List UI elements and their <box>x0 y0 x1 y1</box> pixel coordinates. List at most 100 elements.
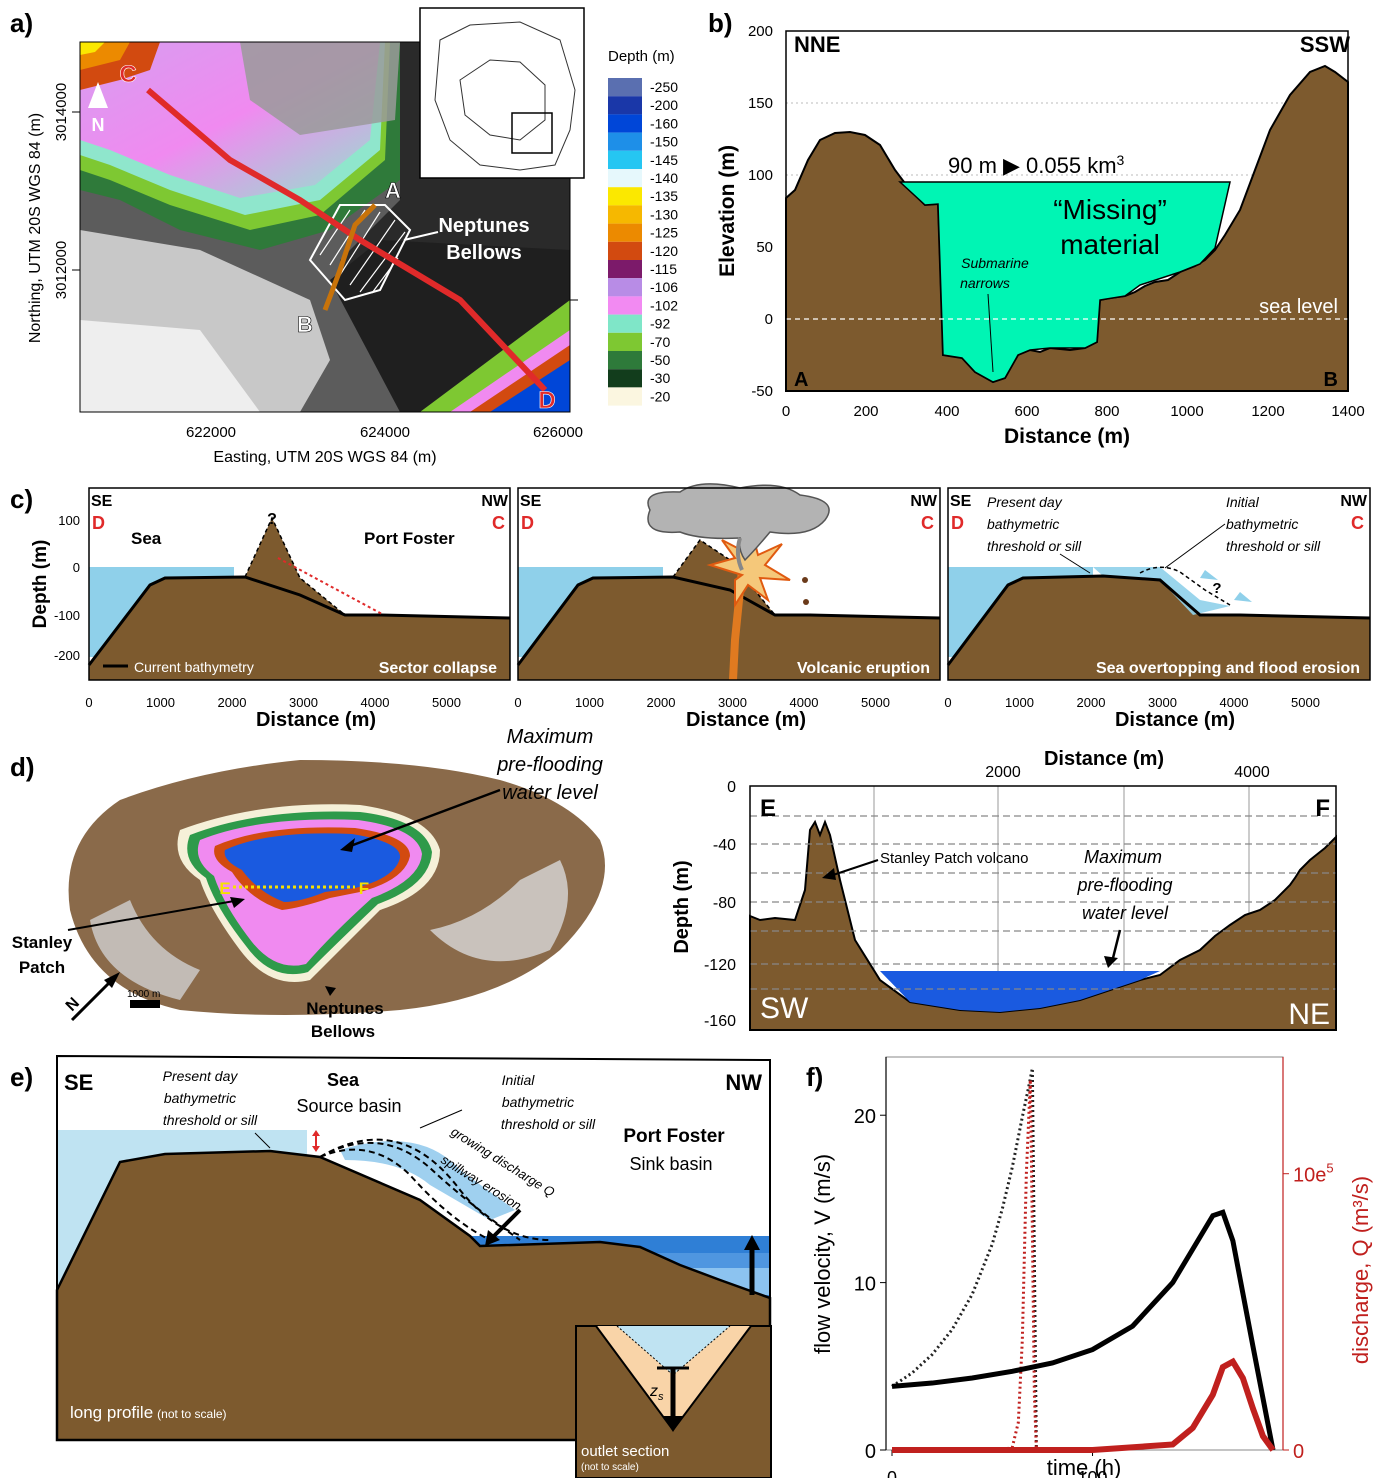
north-arrow-icon <box>88 82 108 108</box>
profile-line-a-b <box>322 203 377 311</box>
y-axis-label: flow velocity, V (m/s) <box>810 1154 835 1354</box>
legend-current-bathymetry: Current bathymetry <box>134 659 254 675</box>
flooded-basin <box>224 833 401 902</box>
panel-d-3d-map: E F Maximum pre-flooding water level Sta… <box>12 726 606 1041</box>
point-f: F <box>1315 795 1330 822</box>
y-tick: 50 <box>756 239 773 256</box>
legend-swatch <box>608 205 642 224</box>
x-tick: 600 <box>1014 403 1039 420</box>
y-tick: 150 <box>748 95 773 112</box>
panel-e-diagram: SE NW Present day bathymetric threshold … <box>55 1054 772 1478</box>
point-e-d: E <box>219 879 230 898</box>
sea-level-label: sea level <box>1259 296 1338 318</box>
panel-b-label: b) <box>708 8 733 38</box>
c-x-tick: 0 <box>514 695 521 710</box>
se-label: SE <box>91 493 113 510</box>
y-tick: -50 <box>751 383 773 400</box>
legend-label: -250 <box>650 79 678 95</box>
inset-map <box>419 7 585 179</box>
initial-label: Initial <box>1226 494 1260 510</box>
missing-material-area <box>898 181 1231 383</box>
legend-label: -135 <box>650 188 678 204</box>
narrows-label-2: narrows <box>960 275 1010 291</box>
legend-swatch <box>608 278 642 297</box>
outlet-label: outlet section <box>581 1443 669 1460</box>
c-x-tick: 5000 <box>861 695 890 710</box>
c-x-tick: 0 <box>85 695 92 710</box>
y-tick-2: 3012000 <box>53 241 70 299</box>
panel-a-label: a) <box>10 8 34 38</box>
question-mark: ? <box>1212 580 1221 597</box>
legend-label: -50 <box>650 352 670 368</box>
y2-tick-label: 0 <box>1293 1441 1304 1463</box>
c-x-tick: 3000 <box>289 695 318 710</box>
initial-label: bathymetric <box>502 1094 574 1110</box>
legend-label: -106 <box>650 279 678 295</box>
sea-e-label: Sea <box>327 1070 360 1090</box>
missing-label-1: “Missing” <box>1053 194 1167 225</box>
x-tick-label: 100 <box>1077 1468 1107 1478</box>
max-level-label: water level <box>502 782 598 804</box>
x-tick: 800 <box>1094 403 1119 420</box>
y-tick-1: 3014000 <box>53 83 70 141</box>
scale-bar <box>130 1000 160 1008</box>
panel-d-label: d) <box>10 752 35 782</box>
x-tick: 0 <box>782 403 790 420</box>
point-c-c: C <box>921 513 934 533</box>
x-tick: 1400 <box>1331 403 1364 420</box>
x-axis-label: Distance (m) <box>1115 709 1235 731</box>
initial-label: threshold or sill <box>501 1116 596 1132</box>
max-level-label: Maximum <box>507 726 594 748</box>
sw-label: SW <box>760 992 809 1025</box>
c-x-tick: 3000 <box>1148 695 1177 710</box>
volcanic-eruption-title: Volcanic eruption <box>797 660 930 677</box>
d2-ylabel-holder: Depth (m) <box>670 847 694 967</box>
x-axis-label: Distance (m) <box>686 709 806 731</box>
profile-line-c-d <box>146 87 548 393</box>
y-tick-label: 10 <box>854 1274 876 1296</box>
y-tick: -80 <box>713 895 736 912</box>
legend-label: -140 <box>650 170 678 186</box>
y-tick: -40 <box>713 837 736 854</box>
dir-nne: NNE <box>794 32 840 57</box>
point-d-c: D <box>92 513 105 533</box>
legend-swatch <box>608 387 642 406</box>
x-axis-label: time (h) <box>1047 1455 1122 1478</box>
c-x-tick: 1000 <box>1005 695 1034 710</box>
port-foster-label: Port Foster <box>364 529 455 548</box>
present-label: threshold or sill <box>163 1112 258 1128</box>
legend-swatch <box>608 223 642 242</box>
point-a-b: A <box>794 369 808 391</box>
x-tick-3: 626000 <box>533 424 583 441</box>
neptunes-label: Neptunes <box>438 215 529 237</box>
series-line-2 <box>891 1209 1276 1451</box>
c-x-tick: 0 <box>944 695 951 710</box>
x-axis-label: Easting, UTM 20S WGS 84 (m) <box>213 449 436 466</box>
c-x-tick: 5000 <box>432 695 461 710</box>
missing-label-2: material <box>1060 229 1160 260</box>
y-axis-label: Depth (m) <box>671 860 693 953</box>
x-tick-1: 622000 <box>186 424 236 441</box>
series-line-3 <box>892 1357 1276 1453</box>
legend-swatch <box>608 332 642 351</box>
x-axis-label: Distance (m) <box>256 709 376 731</box>
legend-title: Depth (m) <box>608 48 675 65</box>
legend-swatch <box>608 114 642 133</box>
legend-label: -130 <box>650 206 678 222</box>
discharge-flow <box>340 1141 515 1220</box>
y-tick: 0 <box>727 779 736 796</box>
point-d: D <box>538 387 555 414</box>
legend-swatch <box>608 369 642 388</box>
panel-b-chart: NNE SSW A B 90 m ▶ 0.055 km3 “Missing” m… <box>716 23 1365 448</box>
y-axis-label: Depth (m) <box>30 540 51 629</box>
panel-f-label: f) <box>806 1062 824 1092</box>
se-label: SE <box>950 493 972 510</box>
c-x-tick: 2000 <box>1077 695 1106 710</box>
y-tick: 0 <box>765 311 773 328</box>
max-level-label: water level <box>1082 903 1169 923</box>
point-f-d: F <box>359 879 369 898</box>
point-b: B <box>297 312 313 337</box>
initial-label: bathymetric <box>1226 516 1298 532</box>
point-c-c: C <box>1351 513 1364 533</box>
sector-collapse-profile <box>87 487 511 681</box>
